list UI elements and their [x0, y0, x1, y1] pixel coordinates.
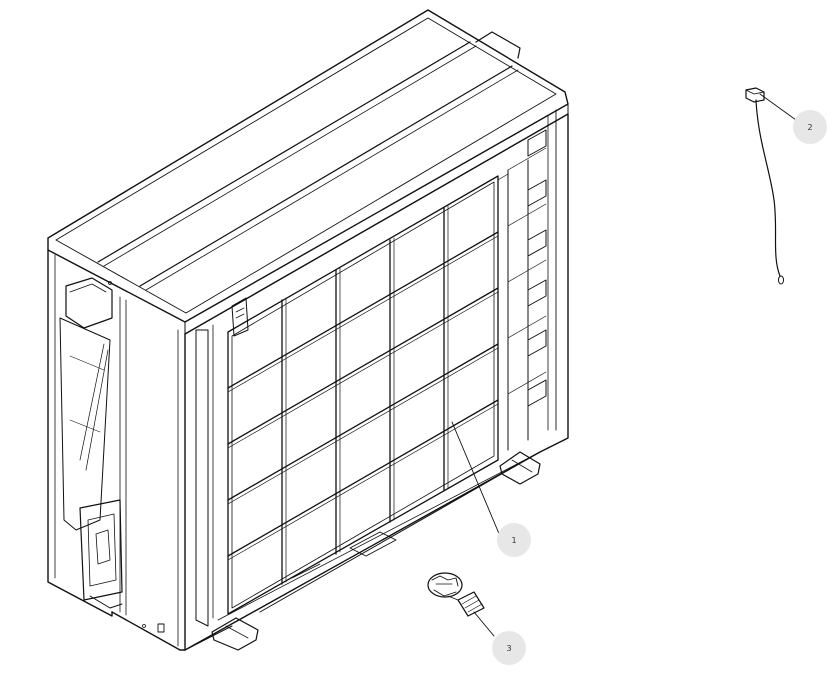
callout-label: 3 — [506, 644, 511, 653]
outdoor-unit-cabinet — [47, 9, 569, 651]
callout-2: 2 — [793, 110, 827, 144]
drain-plug — [427, 572, 485, 617]
callout-label: 2 — [807, 123, 812, 132]
leader-line-3 — [473, 611, 495, 637]
callout-1: 1 — [497, 523, 531, 557]
callout-3: 3 — [492, 631, 526, 665]
callout-bubble — [793, 110, 827, 144]
condenser-fins — [497, 129, 547, 451]
sensor-cable — [745, 87, 784, 285]
callout-label: 1 — [511, 536, 516, 545]
callout-bubble — [492, 631, 526, 665]
callout-leaders — [451, 93, 797, 637]
callout-bubble — [497, 523, 531, 557]
leader-line-1 — [451, 421, 501, 537]
front-grille — [227, 175, 499, 615]
leader-line-2 — [759, 93, 797, 121]
